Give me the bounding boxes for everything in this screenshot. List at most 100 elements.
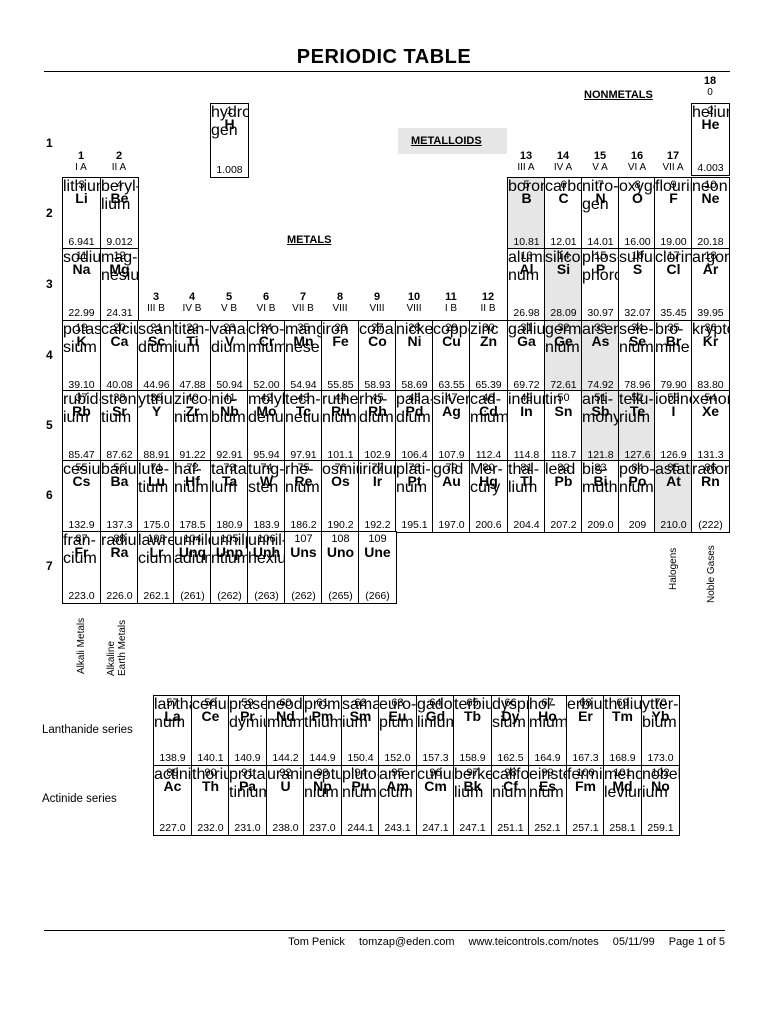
element-name: oxygen: [619, 178, 656, 195]
atomic-mass: 30.97: [587, 307, 614, 319]
element-name: dyspro- sium: [492, 696, 530, 731]
footer-email[interactable]: tomzap@eden.com: [358, 936, 455, 948]
atomic-number: 105: [220, 533, 239, 545]
footer-page: Page 1 of 5: [668, 936, 725, 948]
element-symbol: H: [224, 116, 235, 132]
group-roman-label: VIII: [406, 303, 422, 314]
element-name: gallium: [508, 321, 546, 338]
atomic-number: 24: [260, 322, 273, 334]
element-symbol: Al: [519, 261, 534, 277]
element-name: argon: [692, 249, 730, 266]
atomic-mass: 6.941: [68, 236, 95, 248]
element-symbol: Sn: [554, 403, 573, 419]
element-symbol: Cs: [72, 473, 91, 489]
atomic-number: 109: [368, 533, 387, 545]
element-symbol: Pm: [311, 708, 334, 724]
atomic-mass: (266): [365, 590, 390, 602]
element-symbol: Pd: [405, 403, 424, 419]
atomic-number: 69: [616, 697, 629, 709]
atomic-mass: 144.9: [309, 752, 336, 764]
element-name: berke- lium: [454, 766, 491, 801]
element-symbol: Po: [628, 473, 647, 489]
atomic-number: 75: [297, 462, 310, 474]
atomic-mass: 44.96: [143, 379, 170, 391]
atomic-number: 21: [150, 322, 163, 334]
group-roman-label: IV A: [553, 162, 573, 173]
atomic-mass: 132.9: [68, 519, 95, 531]
element-name: radium: [101, 532, 138, 549]
element-symbol: Pu: [351, 778, 370, 794]
group-number: 6: [262, 291, 270, 303]
atomic-mass: 257.1: [572, 822, 599, 834]
element-name: califor- nium: [492, 766, 530, 801]
halogens-label: Halogens: [668, 547, 679, 590]
element-symbol: Xe: [701, 403, 720, 419]
atomic-number: 72: [186, 462, 199, 474]
atomic-number: 8: [634, 179, 641, 191]
element-symbol: F: [669, 190, 678, 206]
atomic-mass: 39.10: [68, 379, 95, 391]
atomic-number: 67: [541, 697, 554, 709]
element-name: mag- nesium: [101, 249, 139, 284]
atomic-number: 52: [631, 392, 644, 404]
group-number: 4: [188, 291, 196, 303]
atomic-number: 76: [334, 462, 347, 474]
element-name: plati- num: [396, 461, 431, 496]
atomic-number: 97: [466, 767, 479, 779]
element-symbol: Si: [556, 261, 571, 277]
atomic-number: 47: [445, 392, 458, 404]
element-name: thorium: [192, 766, 229, 783]
element-symbol: Gd: [425, 708, 446, 724]
element-name: germa- nium: [545, 321, 582, 356]
element-name: euro- pium: [379, 696, 417, 731]
element-cell-kr: 36Krkrypton83.80: [691, 320, 730, 393]
element-name: rhe- nium: [285, 461, 320, 496]
atomic-mass: 69.72: [513, 379, 540, 391]
atomic-mass: 88.91: [143, 449, 170, 461]
group-roman-label: V B: [220, 303, 238, 314]
element-symbol: Ni: [407, 333, 422, 349]
footer-rule: [44, 930, 725, 931]
atomic-mass: 58.69: [401, 379, 428, 391]
element-symbol: No: [651, 778, 670, 794]
element-cell-he: 2Hehelium4.003: [691, 103, 730, 176]
element-name: hol- mium: [529, 696, 567, 731]
element-symbol: Er: [578, 708, 593, 724]
element-name: krypton: [692, 321, 729, 338]
atomic-number: 48: [482, 392, 495, 404]
atomic-number: 23: [223, 322, 236, 334]
element-name: lawren- cium: [138, 532, 176, 567]
footer-url[interactable]: www.teicontrols.com/notes: [468, 936, 599, 948]
element-symbol: Une: [364, 544, 391, 560]
element-symbol: Uno: [326, 544, 355, 560]
element-symbol: Mg: [109, 261, 130, 277]
atomic-number: 83: [594, 462, 607, 474]
element-symbol: Ba: [110, 473, 129, 489]
element-name: alumi- num: [508, 249, 545, 284]
atomic-mass: 1.008: [216, 164, 243, 176]
element-name: actinium: [154, 766, 192, 783]
alkali-metals-label: Alkali Metals: [76, 617, 87, 674]
metalloids-label: METALLOIDS: [411, 135, 482, 147]
group-number: 13: [519, 150, 533, 162]
atomic-number: 11: [75, 250, 88, 262]
element-name: praseo- dymium: [229, 696, 266, 731]
atomic-mass: (262): [217, 590, 242, 602]
element-cell-y: 39Yyttrium88.91: [137, 390, 176, 463]
element-cell-os: 76Ososmium190.2: [321, 460, 360, 533]
element-cell-cs: 55Cscesium132.9: [62, 460, 101, 533]
